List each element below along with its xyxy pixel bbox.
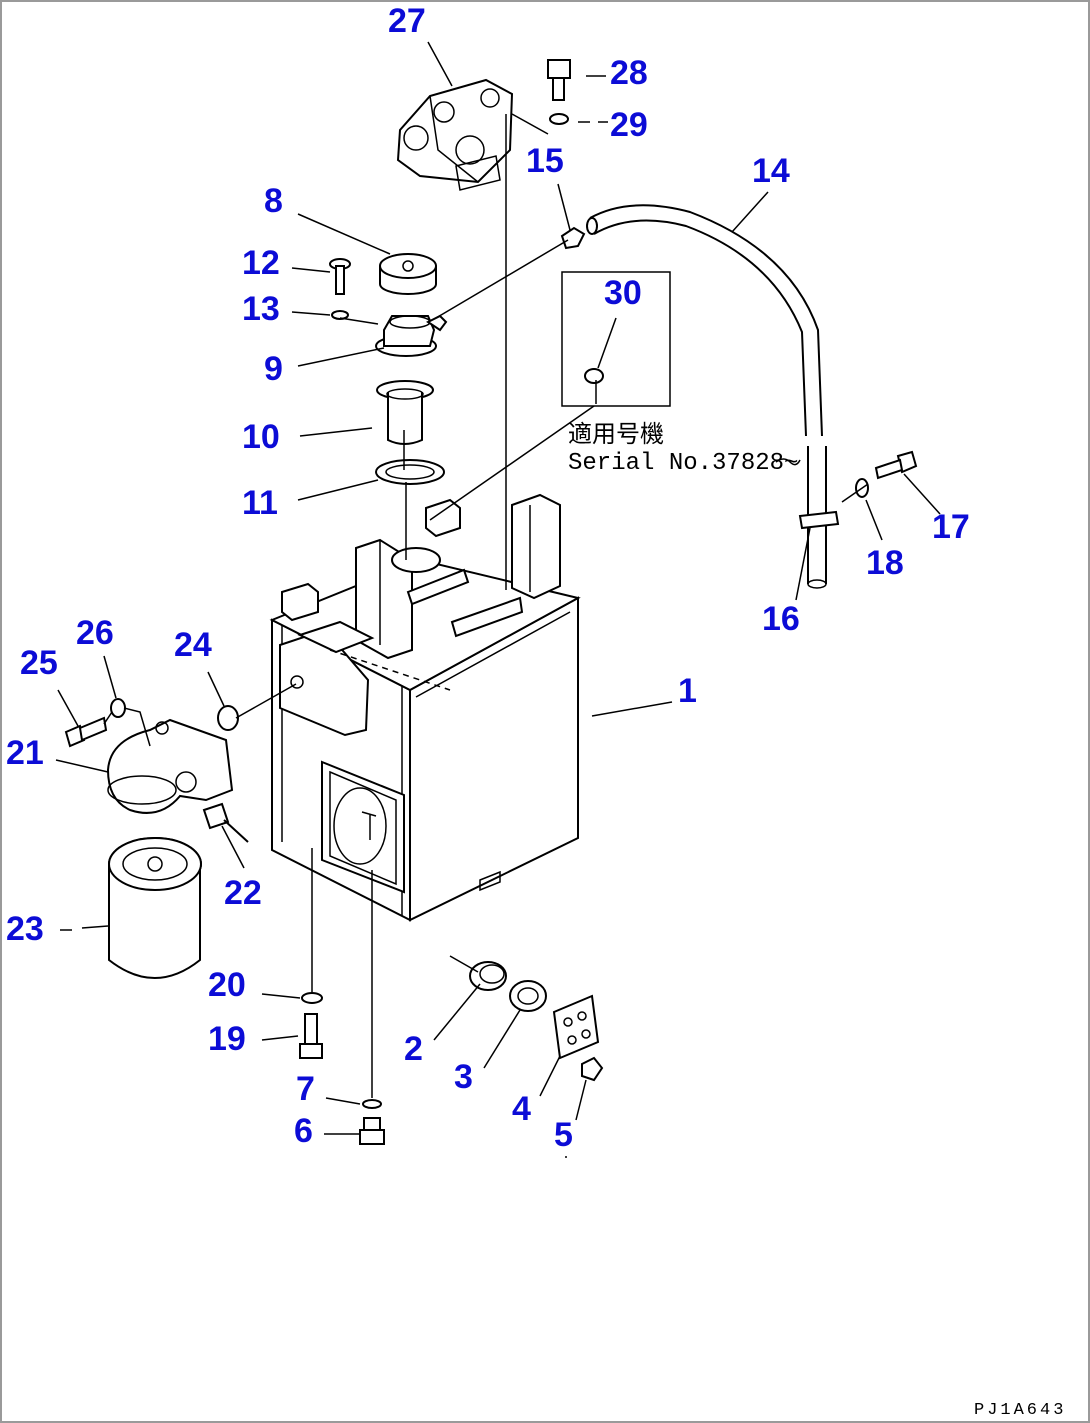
- callout-26: 26: [76, 614, 114, 652]
- callout-7: 7: [296, 1070, 315, 1108]
- callout-3: 3: [454, 1058, 473, 1096]
- washer-29: [549, 113, 569, 125]
- drain-plug-6: [359, 1117, 385, 1145]
- plug-24: [217, 705, 239, 731]
- callout-27: 27: [388, 2, 426, 40]
- hydraulic-tank: [269, 493, 581, 922]
- assembly-lines: [103, 113, 869, 1098]
- callout-11: 11: [242, 484, 278, 522]
- callout-17: 17: [932, 508, 970, 546]
- callout-21: 21: [6, 734, 44, 772]
- callout-20: 20: [208, 966, 246, 1004]
- callout-12: 12: [242, 244, 280, 282]
- callout-22: 22: [224, 874, 262, 912]
- callout-6: 6: [294, 1112, 313, 1150]
- filler-neck: [375, 314, 448, 357]
- leader-lines: [55, 41, 941, 1158]
- callout-29: 29: [610, 106, 648, 144]
- callout-2: 2: [404, 1030, 423, 1068]
- sensor-22: [202, 802, 249, 843]
- plug-30: [584, 368, 604, 384]
- washer-13: [331, 310, 349, 320]
- callout-28: 28: [610, 54, 648, 92]
- gauge-2: [469, 961, 507, 991]
- callout-18: 18: [866, 544, 904, 582]
- hose-14: [586, 204, 840, 589]
- callout-5: 5: [554, 1116, 573, 1154]
- callout-labels: 1 2 3 4 5 6 7 8 9 10 11 12 13 14 15 16 1…: [6, 2, 970, 1154]
- hose-clamp: [560, 226, 586, 250]
- o-ring-7: [362, 1099, 382, 1109]
- nut-5: [581, 1056, 604, 1082]
- washer-26: [110, 698, 126, 718]
- bolt-28: [547, 59, 571, 101]
- callout-24: 24: [174, 626, 212, 664]
- gasket-3: [509, 980, 547, 1012]
- washer-20: [301, 992, 323, 1004]
- serial-note-japanese: 適用号機: [568, 421, 664, 450]
- gasket: [375, 459, 445, 485]
- strainer: [376, 380, 434, 445]
- filter-element: [108, 837, 202, 979]
- cover-4: [552, 994, 600, 1060]
- serial-note-number: Serial No.37828~: [568, 450, 798, 477]
- callout-10: 10: [242, 418, 280, 456]
- callout-14: 14: [752, 152, 790, 190]
- callout-4: 4: [512, 1090, 531, 1128]
- callout-13: 13: [242, 290, 280, 328]
- callout-16: 16: [762, 600, 800, 638]
- drawing-code: PJ1A643: [974, 1401, 1066, 1420]
- callout-15: 15: [526, 142, 564, 180]
- bolt-25: [64, 716, 108, 748]
- valve-assembly: [396, 78, 514, 191]
- callout-19: 19: [208, 1020, 246, 1058]
- callout-8: 8: [264, 182, 283, 220]
- breather-cap: [379, 253, 437, 295]
- callout-1: 1: [678, 672, 697, 710]
- filter-head: [106, 718, 234, 814]
- bolt-17: [874, 450, 918, 480]
- callout-30: 30: [604, 274, 642, 312]
- callout-9: 9: [264, 350, 283, 388]
- serial-detail-box: [561, 271, 671, 407]
- bolt-12: [329, 258, 351, 295]
- bolt-19: [299, 1013, 323, 1059]
- callout-25: 25: [20, 644, 58, 682]
- callout-23: 23: [6, 910, 44, 948]
